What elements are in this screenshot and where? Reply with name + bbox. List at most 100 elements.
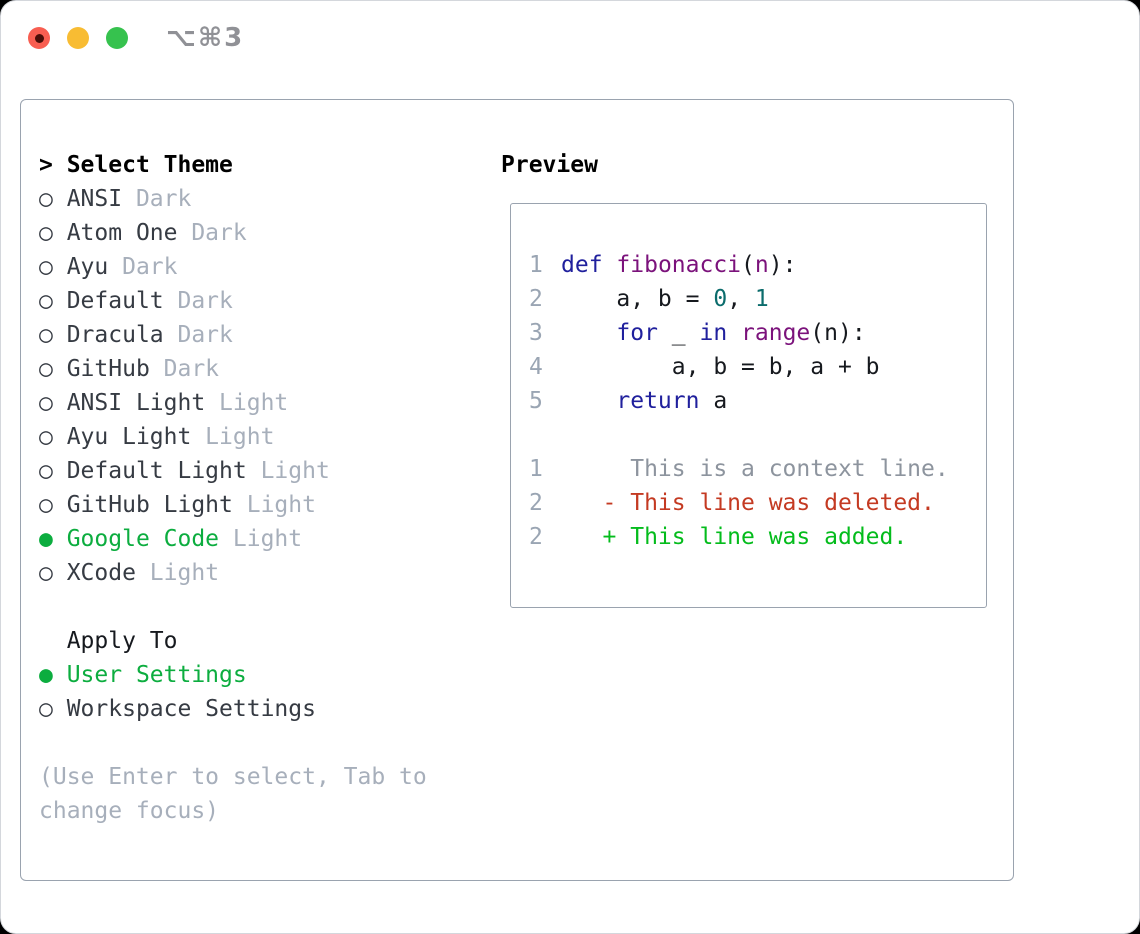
- code-token: ):: [768, 252, 797, 278]
- radio-unselected-icon: ○: [39, 356, 67, 382]
- apply-to-option-label: Workspace Settings: [66, 696, 316, 722]
- theme-name: GitHub Light: [66, 492, 233, 518]
- preview-line: 2 a, b = 0, 1: [529, 282, 949, 316]
- radio-selected-icon: ●: [39, 662, 67, 688]
- code-token: return: [616, 388, 700, 414]
- minimize-button[interactable]: [67, 27, 89, 49]
- zoom-button[interactable]: [106, 27, 128, 49]
- radio-unselected-icon: ○: [39, 696, 67, 722]
- theme-option[interactable]: ○ Ayu Light Light: [39, 420, 427, 454]
- theme-option[interactable]: ○ Atom One Dark: [39, 216, 427, 250]
- spacer: [39, 726, 427, 760]
- code-token: 1: [754, 286, 769, 312]
- code-token: a, b =: [561, 286, 714, 312]
- code-token: 0: [713, 286, 728, 312]
- radio-selected-icon: ●: [39, 526, 67, 552]
- code-token: [561, 316, 616, 350]
- code-token: This is a context line.: [561, 456, 949, 482]
- radio-unselected-icon: ○: [39, 458, 67, 484]
- theme-variant: Light: [232, 492, 316, 518]
- code-token: in: [699, 320, 728, 346]
- line-number: 4: [529, 354, 543, 380]
- theme-name: XCode: [66, 560, 136, 586]
- preview-line: 4 a, b = b, a + b: [529, 350, 949, 384]
- theme-variant: Dark: [163, 288, 233, 314]
- radio-unselected-icon: ○: [39, 390, 67, 416]
- theme-option[interactable]: ○ Default Dark: [39, 284, 427, 318]
- main-panel: [20, 99, 1014, 881]
- theme-option[interactable]: ○ Ayu Dark: [39, 250, 427, 284]
- theme-variant: Light: [191, 424, 275, 450]
- theme-variant: Light: [246, 458, 330, 484]
- theme-name: GitHub: [66, 356, 150, 382]
- radio-unselected-icon: ○: [39, 322, 67, 348]
- apply-to-header: Apply To: [39, 624, 427, 658]
- hint-line-1: (Use Enter to select, Tab to: [39, 764, 427, 790]
- apply-to-option-label: User Settings: [66, 662, 247, 688]
- preview-line: 1 This is a context line.: [529, 452, 949, 486]
- theme-option[interactable]: ○ GitHub Light Light: [39, 488, 427, 522]
- theme-option[interactable]: ○ ANSI Light Light: [39, 386, 427, 420]
- theme-variant: Dark: [149, 356, 220, 382]
- radio-unselected-icon: ○: [39, 424, 67, 450]
- theme-option[interactable]: ○ Dracula Dark: [39, 318, 427, 352]
- spacer: [39, 590, 427, 624]
- radio-unselected-icon: ○: [39, 288, 67, 314]
- line-number: 1: [529, 252, 543, 278]
- theme-variant: Dark: [122, 186, 192, 212]
- theme-name: Ayu Light: [66, 424, 192, 450]
- code-token: - This line was deleted.: [561, 490, 935, 516]
- code-token: ,: [727, 286, 755, 312]
- hint-line-2: change focus): [39, 798, 220, 824]
- preview-line: 2 + This line was added.: [529, 520, 949, 554]
- code-token: [603, 248, 617, 282]
- theme-name: Dracula: [66, 322, 164, 348]
- theme-name: Default Light: [66, 458, 247, 484]
- theme-variant: Light: [205, 390, 289, 416]
- radio-unselected-icon: ○: [39, 186, 67, 212]
- line-number: 2: [529, 286, 543, 312]
- theme-selector: > Select Theme○ ANSI Dark○ Atom One Dark…: [39, 148, 427, 828]
- line-number: 2: [529, 524, 543, 550]
- theme-name: ANSI: [66, 186, 123, 212]
- code-token: + This line was added.: [561, 524, 908, 550]
- theme-name: Default: [66, 288, 164, 314]
- code-token: def: [561, 252, 603, 278]
- preview-line: 5 return a: [529, 384, 949, 418]
- code-token: for: [616, 320, 658, 346]
- preview-line: 2 - This line was deleted.: [529, 486, 949, 520]
- theme-variant: Dark: [177, 220, 247, 246]
- theme-variant: Light: [135, 560, 220, 586]
- code-token: n: [754, 252, 769, 278]
- code-token: (: [741, 252, 755, 278]
- theme-option[interactable]: ○ Default Light Light: [39, 454, 427, 488]
- theme-option[interactable]: ● Google Code Light: [39, 522, 427, 556]
- preview-line: 3 for _ in range(n):: [529, 316, 949, 350]
- close-button[interactable]: [28, 27, 50, 49]
- radio-unselected-icon: ○: [39, 220, 67, 246]
- code-token: _: [657, 320, 700, 346]
- preview-title: Preview: [501, 152, 598, 178]
- preview-line: [529, 418, 949, 452]
- apply-to-option[interactable]: ● User Settings: [39, 658, 427, 692]
- apply-to-option[interactable]: ○ Workspace Settings: [39, 692, 427, 726]
- focus-caret-icon: >: [39, 152, 67, 178]
- code-token: (n):: [810, 320, 866, 346]
- theme-name: Ayu: [66, 254, 109, 280]
- theme-option[interactable]: ○ GitHub Dark: [39, 352, 427, 386]
- preview-line: 1 def fibonacci(n):: [529, 248, 949, 282]
- code-token: a: [699, 388, 728, 414]
- select-theme-header: > Select Theme: [39, 148, 427, 182]
- line-number: 1: [529, 456, 543, 482]
- theme-name: Google Code: [66, 526, 220, 552]
- code-token: [727, 316, 741, 350]
- radio-unselected-icon: ○: [39, 560, 67, 586]
- code-token: a, b = b, a + b: [561, 354, 880, 380]
- code-token: fibonacci: [616, 252, 742, 278]
- theme-option[interactable]: ○ XCode Light: [39, 556, 427, 590]
- theme-name: ANSI Light: [66, 390, 206, 416]
- radio-unselected-icon: ○: [39, 254, 67, 280]
- theme-option[interactable]: ○ ANSI Dark: [39, 182, 427, 216]
